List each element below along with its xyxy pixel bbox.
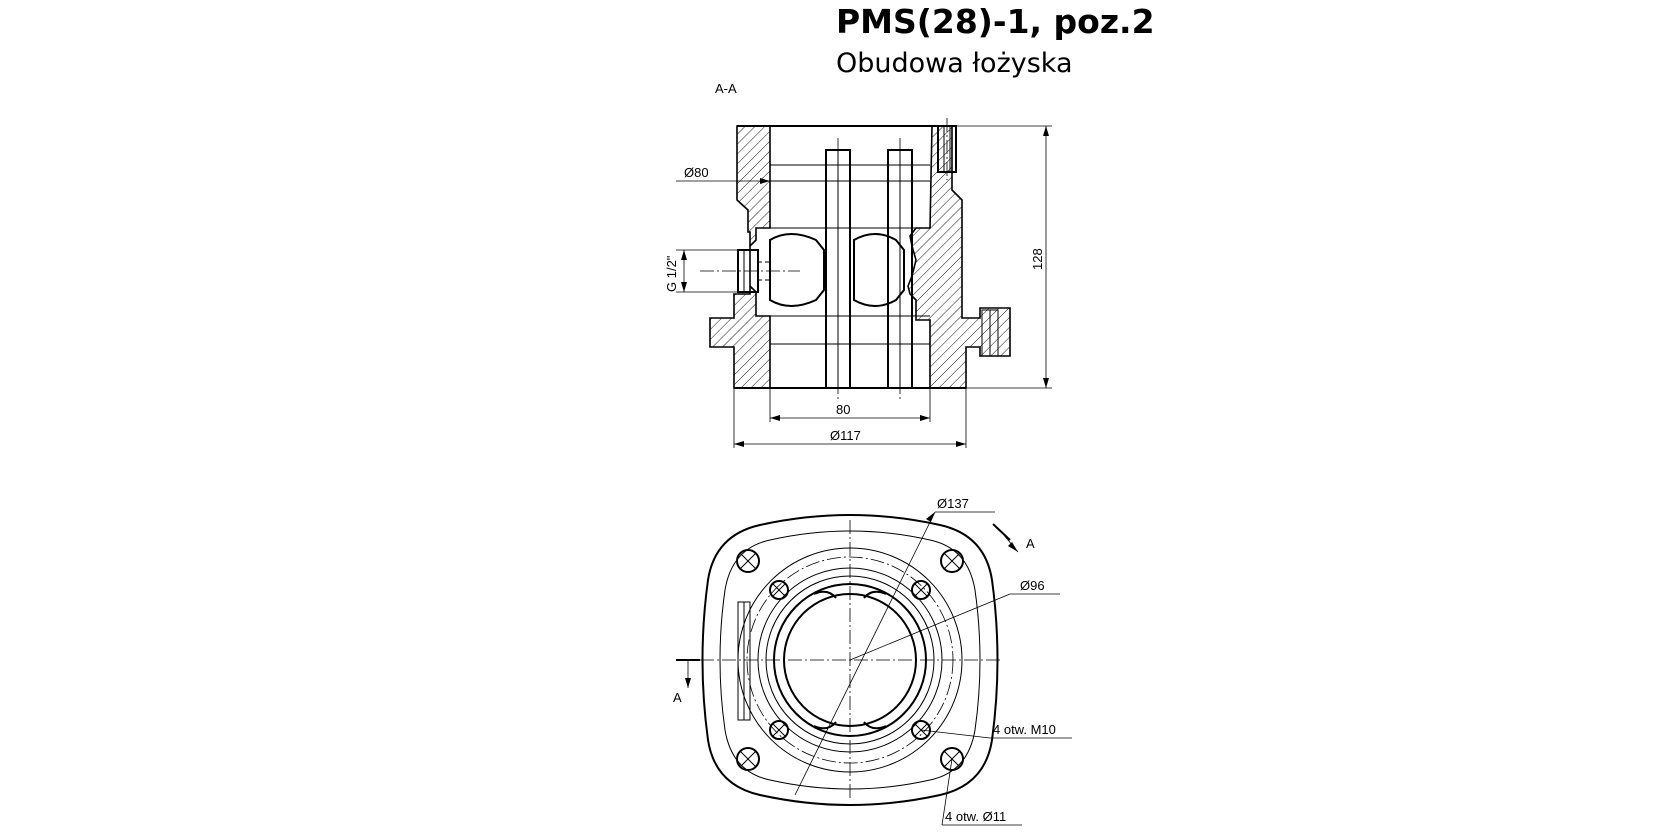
left-wall-section — [709, 125, 771, 389]
dim-bore-label: Ø80 — [684, 165, 709, 180]
dim-outer-diameter-label: Ø117 — [830, 428, 861, 443]
section-view-aa: A-A — [664, 81, 1052, 448]
dim-width-label: 80 — [836, 402, 850, 417]
section-mark-left: A — [673, 690, 682, 705]
drawing-subtitle: Obudowa łożyska — [836, 48, 1073, 79]
threaded-hole-tl — [769, 580, 789, 600]
drawing-title: PMS(28)-1, poz.2 — [836, 2, 1155, 41]
threaded-hole-tr — [911, 580, 931, 600]
dim-thread-label: G 1/2" — [664, 255, 679, 292]
through-hole-tl — [736, 549, 760, 573]
outer-flange — [701, 514, 999, 806]
section-label: A-A — [715, 81, 737, 96]
flange-inner-edge — [719, 530, 981, 790]
through-hole-tr — [940, 549, 964, 573]
dim-height-label: 128 — [1030, 248, 1045, 270]
top-view: Ø137 Ø96 4 otw. M10 4 otw. Ø11 A A — [673, 496, 1072, 826]
section-mark-top: A — [1026, 536, 1035, 551]
bearing-left — [769, 233, 825, 307]
notch-bottom-right — [863, 721, 887, 730]
notch-top-right — [863, 590, 887, 599]
through-hole-bl — [736, 747, 760, 771]
leader-through-holes-label: 4 otw. Ø11 — [945, 809, 1006, 824]
dim-bolt-circle-label: Ø137 — [937, 496, 969, 511]
threaded-hole-bl — [769, 720, 789, 740]
right-wall-section — [907, 125, 1011, 389]
notch-top-left — [813, 590, 837, 599]
bearing-right — [853, 233, 905, 307]
notch-bottom-left — [813, 721, 837, 730]
leader-threaded-holes-label: 4 otw. M10 — [993, 722, 1056, 737]
dim-inner-circle-label: Ø96 — [1020, 578, 1045, 593]
